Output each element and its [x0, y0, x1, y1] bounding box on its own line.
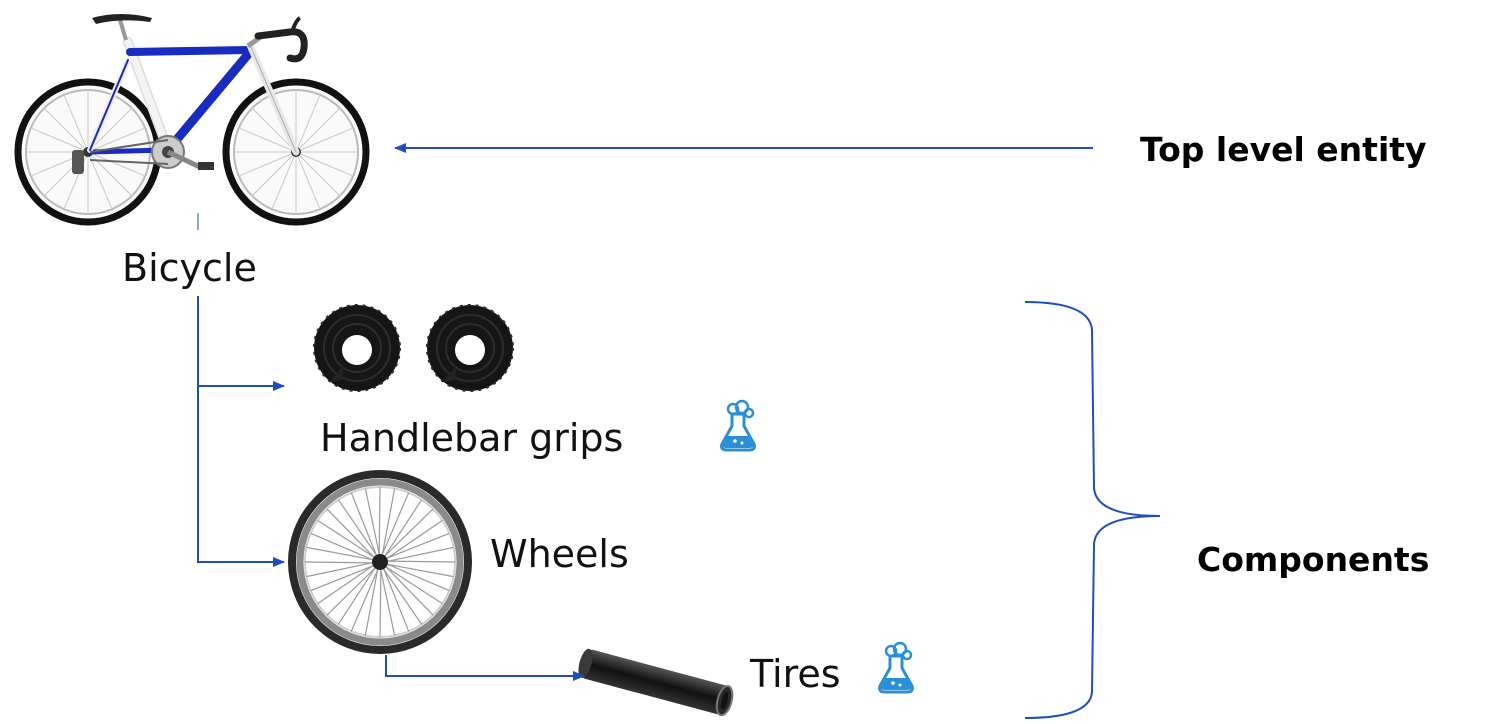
components-brace [1025, 302, 1160, 718]
wheels-label: Wheels [490, 532, 629, 576]
connector-wheels-to-tires [386, 655, 584, 676]
connector-bicycle-to-wheels [198, 386, 284, 562]
tire-tube-icon [576, 647, 735, 717]
components-label: Components [1197, 540, 1429, 580]
bicycle-icon [18, 14, 366, 222]
wheel-spoke [387, 561, 455, 562]
top-level-entity-label: Top level entity [1140, 130, 1427, 170]
handlebar-grips-label: Handlebar grips [320, 416, 623, 460]
tires-label: Tires [750, 652, 841, 696]
wheel-spoke [380, 569, 381, 637]
flask-icon [880, 643, 913, 692]
wheel-spoke [379, 487, 380, 555]
connector-bicycle-to-grips [198, 296, 284, 386]
wheel-spoke [305, 562, 373, 563]
bicycle-label: Bicycle [122, 246, 257, 290]
flask-icon [722, 401, 755, 450]
wheel-icon [292, 474, 468, 650]
handlebar-grip-rolls-icon [314, 305, 513, 391]
